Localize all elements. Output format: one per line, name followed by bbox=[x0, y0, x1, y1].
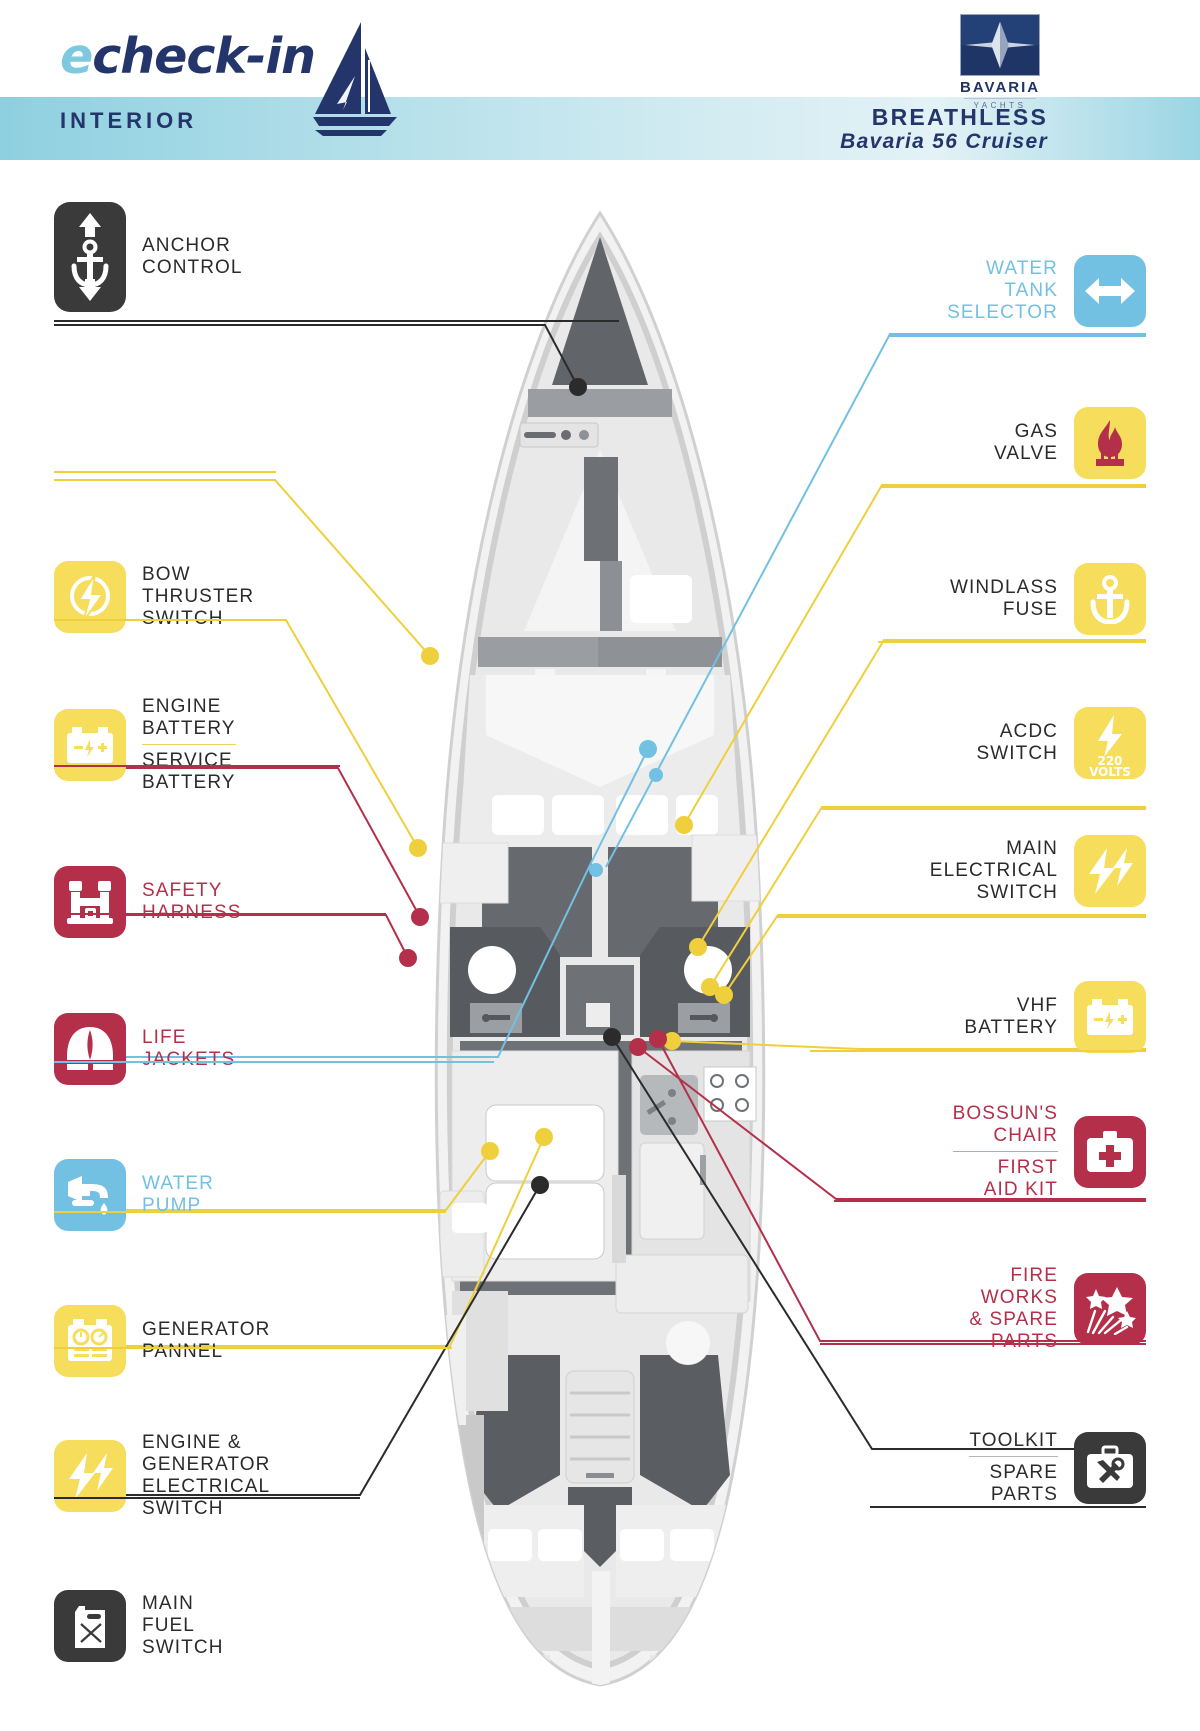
rule-gas-valve bbox=[880, 486, 1146, 488]
thruster-bolt-icon bbox=[54, 561, 126, 633]
svg-text:220: 220 bbox=[1097, 754, 1122, 768]
rule-generator-pannel bbox=[54, 1211, 446, 1213]
first-aid-kit-icon bbox=[1074, 1116, 1146, 1189]
page-title: INTERIOR bbox=[60, 108, 198, 133]
rule-acdc-switch bbox=[822, 808, 1146, 810]
double-bolt-icon bbox=[1074, 835, 1146, 907]
logo-e: e bbox=[60, 28, 93, 85]
rule-engine-generator-electrical-switch bbox=[54, 1347, 452, 1349]
battery-icon bbox=[1074, 981, 1146, 1053]
anchor-updown-icon bbox=[54, 202, 126, 312]
rule-safety-harness bbox=[54, 765, 340, 767]
bolt-220v-icon: 220 VOLTS bbox=[1074, 707, 1146, 779]
battery-icon bbox=[54, 709, 126, 782]
logo-rest: check-in bbox=[92, 28, 316, 85]
sailboat-icon bbox=[313, 22, 397, 136]
rule-fire-works-spare-parts bbox=[820, 1343, 1146, 1345]
rule-water-pump bbox=[54, 1061, 494, 1063]
boat-model: Bavaria 56 Cruiser bbox=[840, 130, 1048, 153]
rule-water-tank-selector bbox=[888, 335, 1146, 337]
bavaria-badge-icon bbox=[960, 14, 1040, 76]
bavaria-subtitle: YACHTS bbox=[964, 98, 1036, 110]
svg-text:VOLTS: VOLTS bbox=[1089, 765, 1131, 777]
rule-windlass-fuse bbox=[878, 641, 1146, 643]
double-arrow-icon bbox=[1074, 255, 1146, 327]
bavaria-logo: BAVARIA YACHTS bbox=[960, 14, 1041, 110]
lifejacket-icon bbox=[54, 1013, 126, 1085]
double-bolt-icon bbox=[54, 1440, 126, 1513]
rule-anchor-control bbox=[54, 320, 619, 322]
rule-main-electrical-switch bbox=[776, 916, 1146, 918]
rule-main-fuel-switch bbox=[54, 1497, 360, 1499]
generator-panel-icon bbox=[54, 1305, 126, 1377]
rule-bossuns-chair-first-aid-kit bbox=[834, 1200, 1146, 1202]
toolbox-icon bbox=[1074, 1432, 1146, 1505]
rule-life-jackets bbox=[54, 913, 386, 915]
bavaria-wordmark: BAVARIA bbox=[960, 79, 1041, 96]
rule-bow-thruster-switch bbox=[54, 471, 276, 473]
page-header: echeck-in INTERIOR BAVARIA YACHTS BREATH… bbox=[0, 0, 1200, 175]
faucet-icon bbox=[54, 1159, 126, 1231]
rule-vhf-battery bbox=[810, 1050, 1146, 1052]
rule-toolkit-spare-parts bbox=[870, 1506, 1146, 1508]
rule-engine-service-battery bbox=[54, 619, 286, 621]
flame-burner-icon bbox=[1074, 407, 1146, 479]
echeckin-logo: echeck-in bbox=[60, 28, 316, 85]
boat-name: BREATHLESS bbox=[871, 104, 1048, 130]
anchor-icon bbox=[1074, 563, 1146, 635]
harness-icon bbox=[54, 866, 126, 938]
header-teal-band bbox=[0, 97, 1200, 160]
fireworks-icon bbox=[1074, 1273, 1146, 1346]
fuel-can-icon bbox=[54, 1590, 126, 1662]
